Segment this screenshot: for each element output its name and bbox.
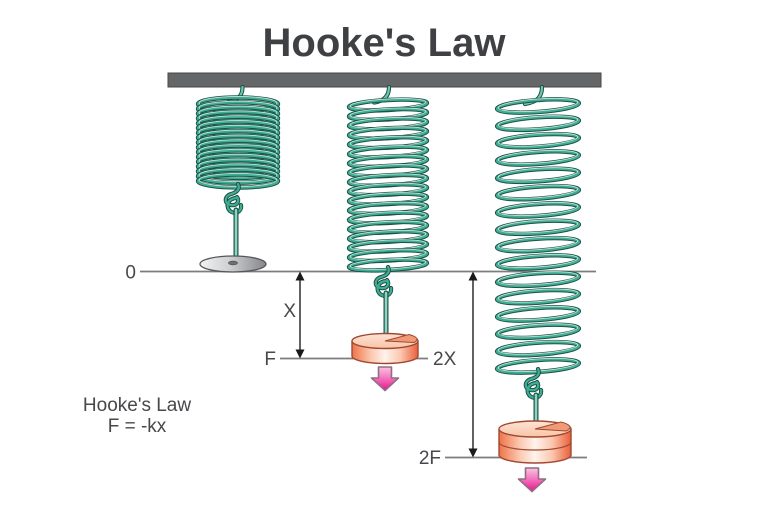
x-measure-arrowhead-top: [295, 271, 305, 281]
pan-hole: [228, 260, 238, 266]
right-weight: [498, 420, 572, 464]
spring-left-unstretched: [195, 95, 281, 190]
x-measure-arrowhead-bottom: [295, 349, 305, 359]
middle-weight: [351, 332, 419, 365]
down-arrow-icon: [517, 467, 547, 493]
down-arrow-icon: [370, 366, 400, 392]
spring-middle-stretched: [346, 97, 430, 273]
two-x-measure-arrowhead-top: [468, 271, 478, 281]
two-x-label: 2X: [433, 349, 457, 370]
right-weight-notch: [534, 421, 571, 432]
caption-line2: F = -kx: [108, 416, 167, 437]
page-title: Hooke's Law: [263, 21, 507, 65]
middle-weight-notch: [384, 333, 418, 344]
force-arrows: [370, 366, 547, 493]
measure-arrows: [295, 271, 478, 458]
ceiling-bar: [167, 72, 602, 88]
right-weight-side: [498, 429, 572, 464]
f-label: F: [264, 349, 276, 370]
right-weight-divider: [498, 441, 572, 451]
left-pan: [199, 255, 267, 273]
caption-line1: Hooke's Law: [83, 395, 191, 416]
zero-label: 0: [125, 263, 136, 284]
spring-right-stretched-2x: [494, 97, 582, 375]
x-label: X: [283, 301, 296, 322]
two-x-measure-arrowhead-bottom: [468, 448, 478, 458]
two-f-label: 2F: [419, 448, 441, 469]
